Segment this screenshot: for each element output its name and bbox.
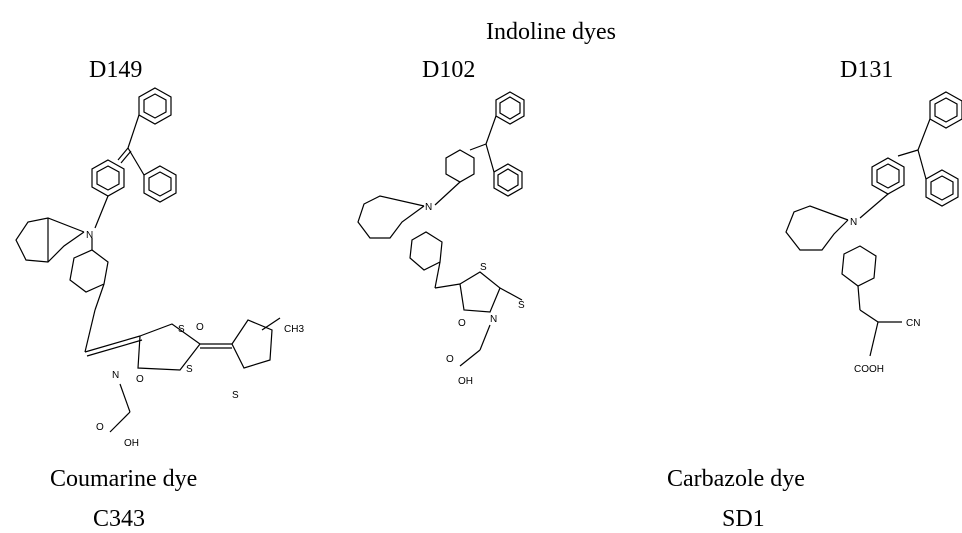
- benzo-ring: [409, 231, 443, 271]
- phenyl-ring: [930, 175, 954, 201]
- coumarine-dye-label: C343: [93, 506, 146, 532]
- structure-d131: N CN COOH: [785, 91, 962, 375]
- rhodanine-ring: [231, 319, 273, 369]
- atom-label-s1: S: [480, 262, 487, 273]
- phenyl-ring: [934, 97, 958, 123]
- atom-label-o1: O: [136, 374, 144, 385]
- benzo-ring: [841, 245, 877, 287]
- atom-label-s3: S: [232, 390, 239, 401]
- phenyl-ring: [96, 165, 120, 191]
- atom-label-o2: O: [196, 322, 204, 333]
- phenyl-ring: [499, 96, 521, 120]
- dye-label-d149: D149: [89, 57, 143, 83]
- coumarine-dye-title: Coumarine dye: [50, 466, 198, 492]
- phenyl-ring: [445, 149, 475, 183]
- atom-label-cooh: COOH: [854, 364, 884, 375]
- page-title: Indoline dyes: [486, 19, 616, 45]
- atom-label-oh: OH: [124, 438, 139, 449]
- phenyl-ring: [148, 171, 172, 197]
- atom-label-o2: O: [446, 354, 454, 365]
- phenyl-ring: [929, 91, 962, 129]
- atom-label-oh: OH: [458, 376, 473, 387]
- phenyl-ring: [495, 91, 525, 125]
- phenyl-ring: [497, 168, 519, 192]
- atom-label-n: N: [86, 230, 93, 241]
- carbazole-dye-title: Carbazole dye: [667, 466, 805, 492]
- atom-label-n2: N: [490, 314, 497, 325]
- atom-label-cn: CN: [906, 318, 920, 329]
- structure-d149: N S O N S O S CH3 O OH: [15, 87, 304, 449]
- atom-label-o1: O: [458, 318, 466, 329]
- atom-label-ch3: CH3: [284, 324, 304, 335]
- atom-label-s2: S: [518, 300, 525, 311]
- structure-d102: N S O N S O OH: [357, 91, 525, 387]
- atom-label-n: N: [425, 202, 432, 213]
- dye-label-d131: D131: [840, 57, 894, 83]
- benzo-ring: [69, 249, 109, 293]
- dye-label-d102: D102: [422, 57, 476, 83]
- atom-label-n: N: [850, 217, 857, 228]
- atom-label-s1: S: [178, 324, 185, 335]
- rhodanine-ring: [459, 271, 501, 313]
- atom-label-n2: N: [112, 370, 119, 381]
- phenyl-ring: [143, 93, 167, 119]
- carbazole-dye-label: SD1: [722, 506, 765, 532]
- phenyl-ring: [138, 87, 172, 125]
- atom-label-o3: O: [96, 422, 104, 433]
- atom-label-s2: S: [186, 364, 193, 375]
- phenyl-ring: [876, 163, 900, 189]
- rhodanine-ring: [137, 323, 201, 371]
